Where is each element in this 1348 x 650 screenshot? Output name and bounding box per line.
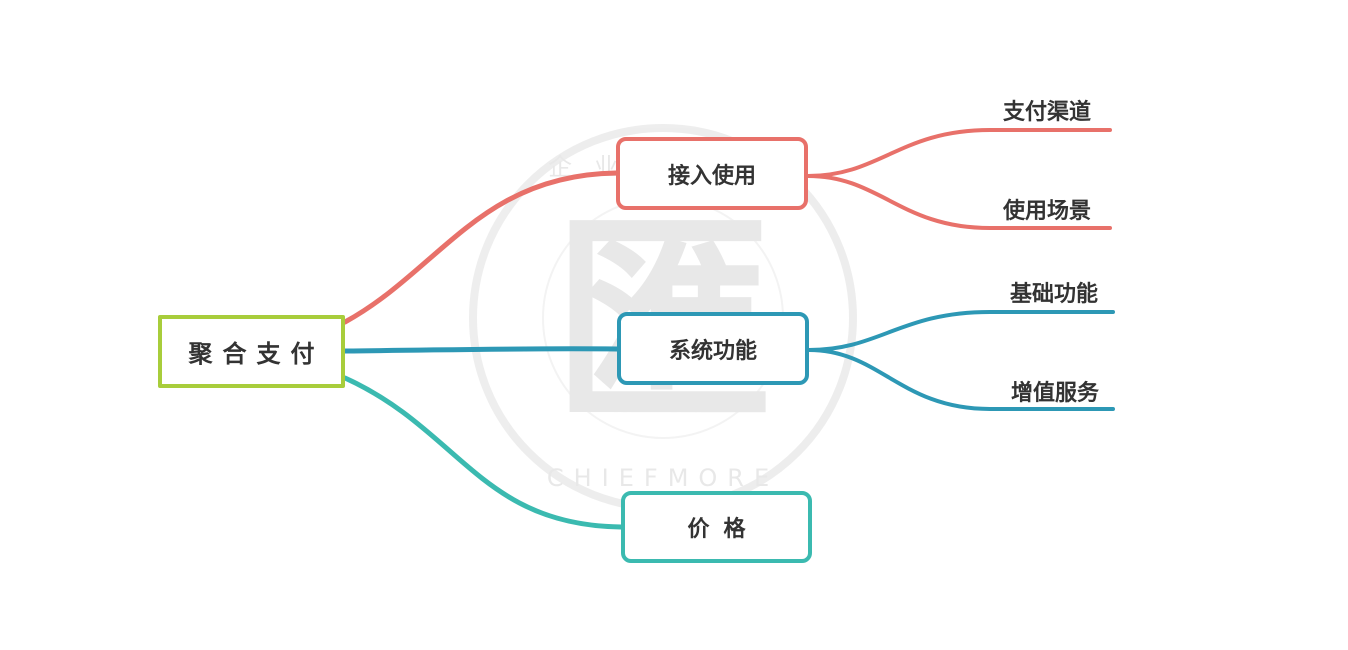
root-node-label: 聚合支付 — [188, 340, 325, 368]
connector-branch1-leaf2 — [806, 174, 1112, 230]
branch-node-system-features[interactable]: 系统功能 — [617, 312, 809, 385]
connector-branch1-leaf1 — [806, 128, 1112, 178]
leaf-node-basic-features[interactable]: 基础功能 — [1009, 282, 1098, 307]
branch-node-label: 价格 — [687, 517, 760, 542]
branch-node-label: 接入使用 — [667, 163, 756, 189]
watermark-bottom-text: CHIEFMORE — [547, 464, 779, 492]
connector-branch2-leaf1 — [807, 310, 1115, 352]
leaf-node-value-added-services[interactable]: 增值服务 — [1010, 381, 1099, 406]
connector-root-branch3 — [342, 375, 624, 530]
connector-root-branch1 — [342, 170, 619, 325]
leaf-node-payment-channels[interactable]: 支付渠道 — [1002, 100, 1091, 125]
connector-branch2-leaf2 — [807, 348, 1115, 411]
branch-node-label: 系统功能 — [668, 338, 757, 364]
root-node[interactable]: 聚合支付 — [158, 315, 345, 388]
branch-node-access-usage[interactable]: 接入使用 — [616, 137, 808, 210]
branch-node-price[interactable]: 价格 — [621, 491, 812, 563]
connector-root-branch2 — [342, 346, 620, 354]
leaf-node-usage-scenarios[interactable]: 使用场景 — [1002, 199, 1091, 224]
